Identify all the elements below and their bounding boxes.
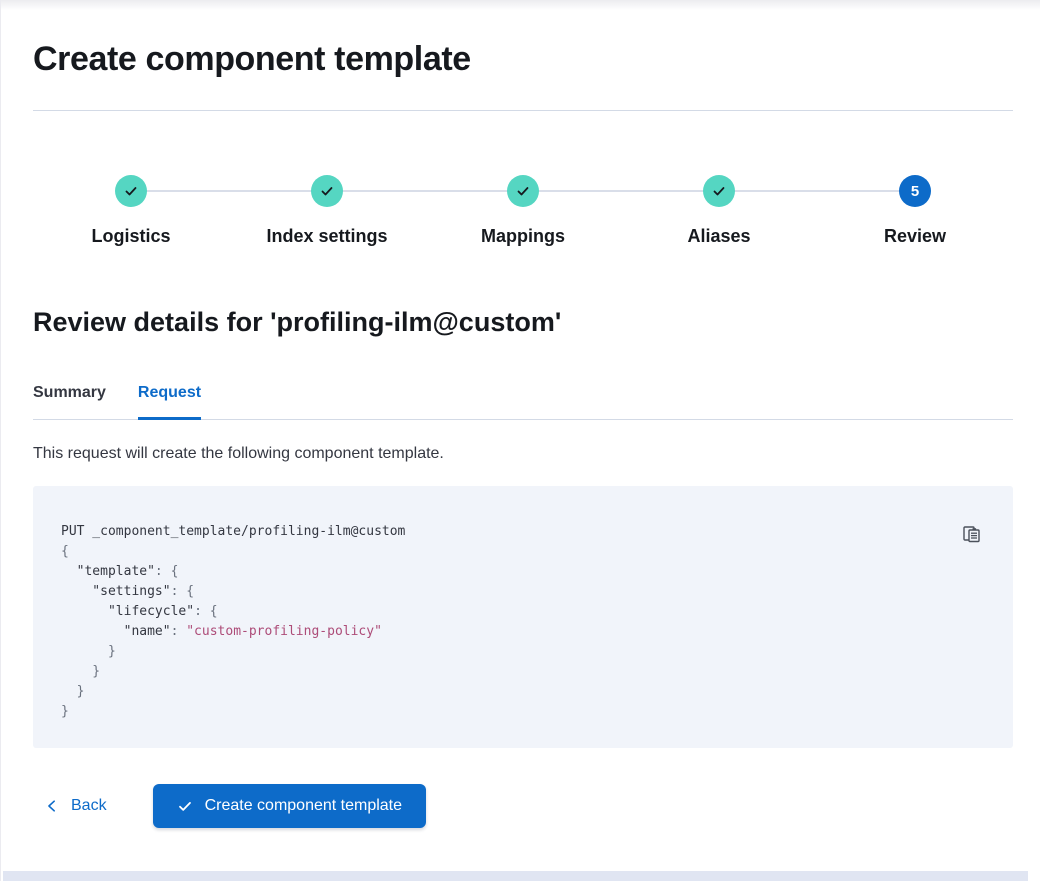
- step-label: Aliases: [687, 226, 751, 246]
- request-description: This request will create the following c…: [33, 445, 444, 462]
- header-divider: [33, 110, 1013, 111]
- step-mappings[interactable]: Mappings: [425, 175, 621, 247]
- review-tabs: Summary Request: [33, 383, 1013, 420]
- chevron-left-icon: [48, 800, 55, 812]
- footer-actions: Back Create component template: [33, 784, 1013, 828]
- wizard-stepper: Logistics Index settings Mappings: [33, 175, 1013, 247]
- copy-clipboard-icon: [963, 526, 980, 543]
- create-component-template-button[interactable]: Create component template: [152, 784, 427, 828]
- review-heading: Review details for 'profiling-ilm@custom…: [33, 307, 562, 337]
- step-review[interactable]: 5 Review: [817, 175, 1013, 247]
- step-circle: [507, 175, 539, 207]
- check-icon: [713, 187, 725, 196]
- request-code-block: PUT _component_template/profiling-ilm@cu…: [33, 486, 1013, 748]
- step-circle: [311, 175, 343, 207]
- step-circle: 5: [899, 175, 931, 207]
- main-content: Create component template Logistics Inde…: [1, 0, 1040, 828]
- tab-summary[interactable]: Summary: [33, 384, 106, 401]
- tab-request[interactable]: Request: [137, 383, 202, 420]
- check-icon: [517, 187, 529, 196]
- step-logistics[interactable]: Logistics: [33, 175, 229, 247]
- step-label: Review: [883, 226, 947, 246]
- request-code-content: PUT _component_template/profiling-ilm@cu…: [61, 524, 406, 719]
- check-icon: [125, 187, 137, 196]
- step-number: 5: [910, 182, 920, 200]
- copy-button[interactable]: [960, 522, 983, 545]
- step-label: Index settings: [266, 226, 388, 246]
- step-circle: [115, 175, 147, 207]
- check-icon: [178, 802, 191, 811]
- back-button[interactable]: Back: [33, 796, 113, 816]
- request-code: PUT _component_template/profiling-ilm@cu…: [61, 522, 985, 722]
- back-button-label: Back: [71, 797, 107, 814]
- step-circle: [703, 175, 735, 207]
- step-aliases[interactable]: Aliases: [621, 175, 817, 247]
- page-title: Create component template: [33, 40, 471, 78]
- bottom-panel-edge: [3, 871, 1028, 881]
- step-label: Mappings: [481, 226, 565, 246]
- step-index-settings[interactable]: Index settings: [229, 175, 425, 247]
- check-icon: [321, 187, 333, 196]
- step-label: Logistics: [91, 226, 171, 246]
- create-button-label: Create component template: [204, 797, 403, 814]
